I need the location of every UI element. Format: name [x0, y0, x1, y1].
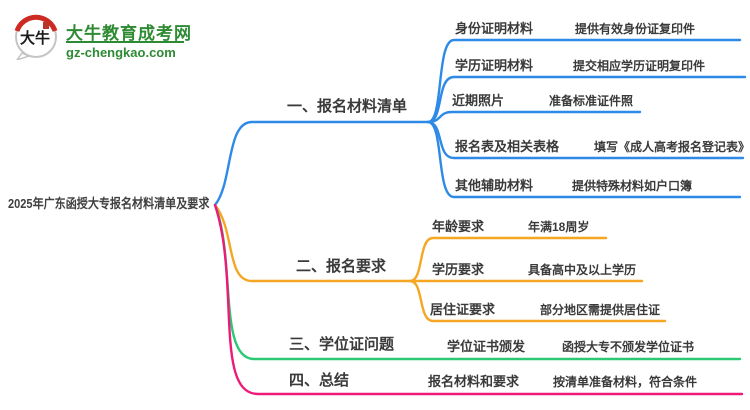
- branch-4-curve: [213, 203, 744, 396]
- logo-bull-icon: 大牛: [14, 14, 58, 60]
- svg-text:大牛: 大牛: [20, 29, 50, 47]
- branch-1-child-3-label: 近期照片: [452, 93, 505, 108]
- branch-4-lines: [213, 203, 744, 396]
- branch-2-child-3-line: [408, 279, 667, 323]
- branch-1-curve: [213, 120, 430, 207]
- branch-1-child-1-line: [426, 38, 742, 124]
- site-logo: 大牛 大牛教育成考网 gz-chengkao.com: [12, 12, 212, 68]
- branch-3-child-1-label: 学位证书颁发: [447, 339, 526, 354]
- branch-1-child-2-value: 提交相应学历证明复印件: [573, 59, 706, 73]
- branch-2-child-3-value: 部分地区需提供居住证: [540, 303, 661, 317]
- branch-1-child-1-value: 提供有效身份证复印件: [575, 22, 696, 36]
- branch-1-child-5-value: 提供特殊材料如户口簿: [572, 179, 693, 193]
- branch-1-child-3-line: [426, 110, 642, 124]
- branch-1-child-1-label: 身份证明材料: [455, 21, 534, 36]
- branch-2-child-1-value: 年满18周岁: [528, 220, 590, 234]
- branch-3-label: 三、学位证问题: [289, 336, 395, 353]
- branch-2-child-2-value: 具备高中及以上学历: [528, 263, 637, 277]
- branch-2-child-2-label: 学历要求: [432, 262, 485, 277]
- logo-site-name: 大牛教育成考网: [66, 24, 192, 43]
- branch-1-child-4-label: 报名表及相关表格: [455, 139, 560, 154]
- branch-2-child-3-label: 居住证要求: [430, 302, 496, 317]
- logo-divider: [66, 41, 184, 43]
- branch-2-label: 二、报名要求: [296, 258, 387, 275]
- branch-1-child-4-value: 填写《成人高考报名登记表》: [594, 140, 750, 154]
- root-node: 2025年广东函授大专报名材料清单及要求: [8, 196, 210, 211]
- branch-1-child-5-label: 其他辅助材料: [455, 178, 534, 193]
- branch-4-label: 四、总结: [289, 372, 350, 389]
- branch-4-child-1-value: 按清单准备材料，符合条件: [553, 375, 698, 389]
- branch-2-child-1-line: [408, 236, 608, 283]
- branch-1-lines: [213, 38, 747, 207]
- logo-site-url: gz-chengkao.com: [66, 45, 176, 60]
- branch-2-child-1-label: 年龄要求: [432, 219, 485, 234]
- branch-4-child-1-label: 报名材料和要求: [428, 374, 520, 389]
- branch-3-child-1-value: 函授大专不颁发学位证书: [562, 340, 695, 354]
- branch-2-curve: [213, 203, 412, 283]
- branch-1-child-3-value: 准备标准证件照: [549, 94, 634, 108]
- branch-1-child-5-line: [426, 120, 742, 199]
- branch-2-lines: [213, 203, 667, 323]
- branch-1-child-2-label: 学历证明材料: [455, 58, 534, 73]
- branch-1-label: 一、报名材料清单: [287, 98, 408, 115]
